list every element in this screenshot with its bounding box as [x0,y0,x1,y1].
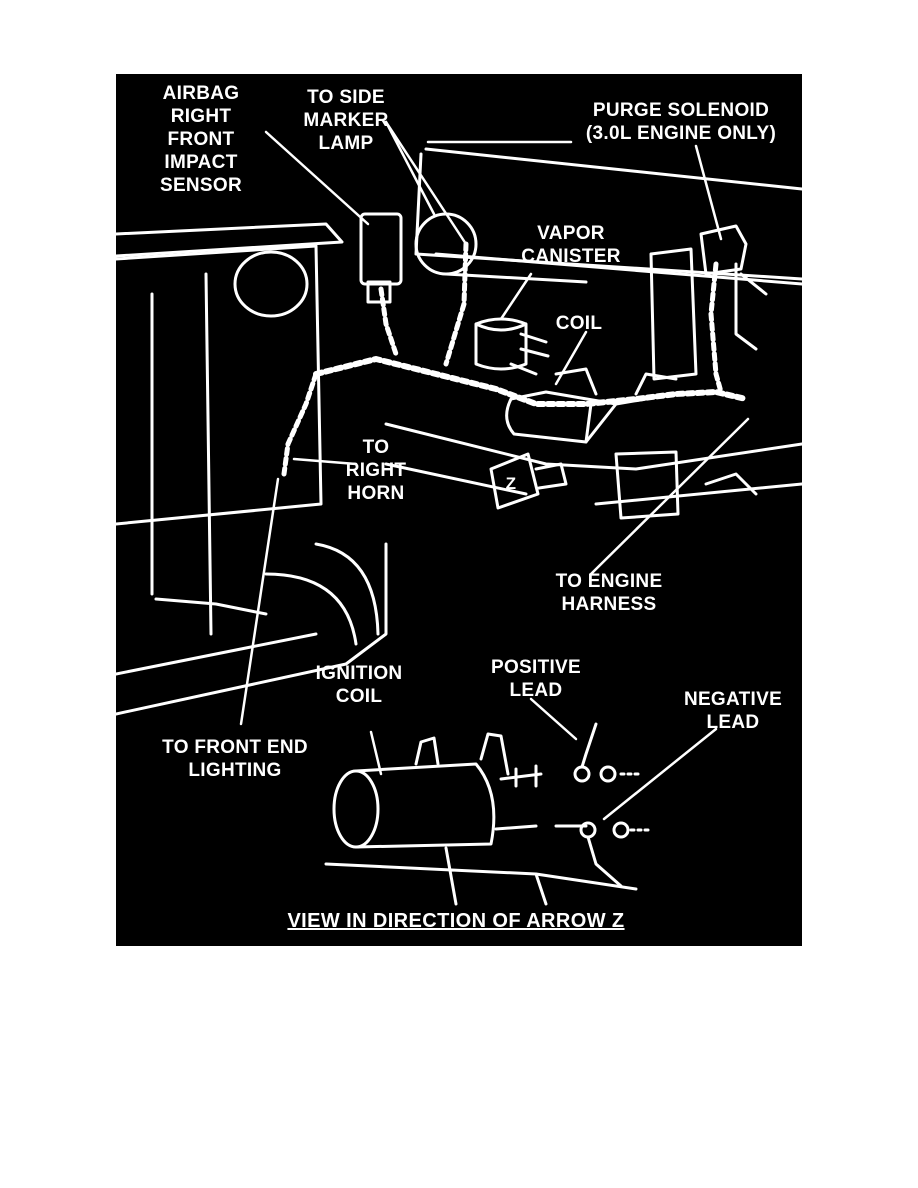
mount-bracket [614,450,758,520]
arrow-z-shape [489,452,568,510]
support-lower [116,542,388,716]
negative-nut [579,821,597,839]
engine-coil [505,390,618,444]
label-side-marker-lamp: TO SIDE MARKER LAMP [303,87,389,154]
label-vapor-canister: VAPOR CANISTER [521,223,621,267]
leader-lines [239,120,750,726]
harness-branch-purge [708,261,724,395]
bumper-curve [264,542,380,646]
label-engine-harness: TO ENGINE HARNESS [555,571,663,615]
positive-nut [573,765,591,783]
airbag-sensor-body [359,212,403,286]
harness-main [313,356,749,407]
firewall-block [649,247,698,381]
label-right-horn: TO RIGHT HORN [345,437,407,504]
label-airbag-sensor: AIRBAG RIGHT FRONT IMPACT SENSOR [159,83,243,196]
purge-solenoid-body [699,224,748,276]
view-caption: VIEW IN DIRECTION OF ARROW Z [287,910,625,932]
harness-branch-horn [281,371,319,477]
airbag-sensor-plug [366,280,392,304]
negative-washer [612,821,630,839]
vapor-canister [474,317,528,371]
radiator-support [150,272,268,636]
label-purge-solenoid: PURGE SOLENOID (3.0L ENGINE ONLY) [585,100,777,144]
coil-terminal-upper [499,764,543,788]
cowl-line [434,252,802,286]
mounting-base [324,846,638,906]
label-arrow-z: Z [505,474,517,493]
coil-clamp [414,732,510,776]
diagram-linework [116,120,802,906]
ignition-coil-end [332,769,380,849]
label-coil: COIL [555,313,603,334]
coil-bracket [554,367,598,444]
engine-compartment-diagram: AIRBAG RIGHT FRONT IMPACT SENSOR TO SIDE… [116,74,802,946]
label-negative-lead: NEGATIVE LEAD [683,689,783,733]
purge-hose [734,262,768,351]
positive-wire [580,722,598,769]
fender-loop [233,250,309,318]
fender-panel [116,222,344,258]
coil-terminal-lower [494,824,588,831]
label-front-end-lighting: TO FRONT END LIGHTING [162,737,308,781]
ignition-coil-body [354,762,496,849]
label-positive-lead: POSITIVE LEAD [490,657,582,701]
engine-side [384,422,802,506]
canister-hoses [509,332,550,376]
harness-branch-marker [443,241,469,367]
label-ignition-coil: IGNITION COIL [315,663,403,707]
positive-washer [599,765,617,783]
ignition-coil-detail [324,697,718,906]
negative-wire [586,835,623,888]
fender-inner [116,244,323,526]
